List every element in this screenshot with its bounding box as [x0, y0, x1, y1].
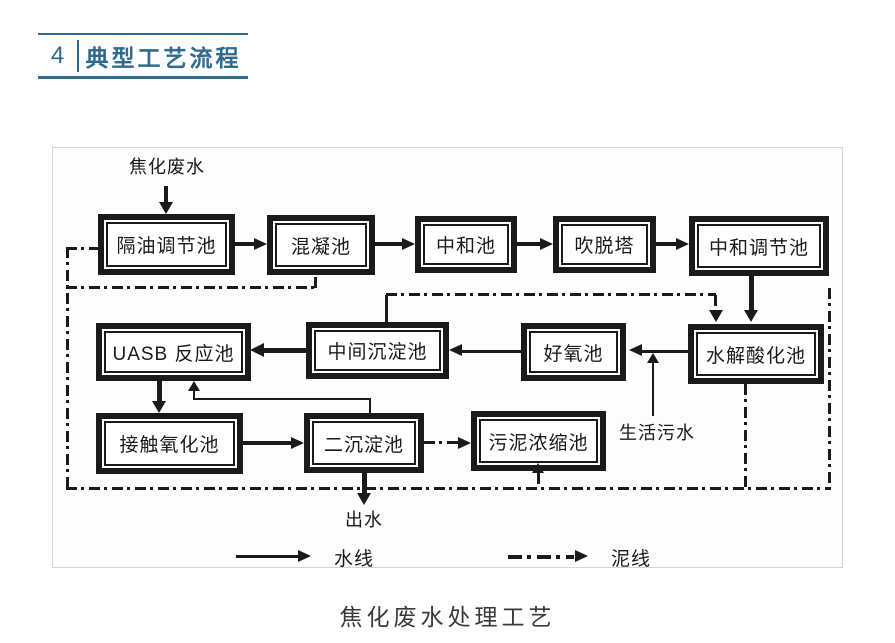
node-hydrolysis-acidification-tank: 水解酸化池	[688, 324, 824, 384]
arrowhead	[402, 238, 415, 250]
arrow-contactox-to-secondary	[243, 441, 291, 445]
feed-arrow-head	[159, 202, 173, 214]
figure-caption: 焦化废水处理工艺	[339, 604, 556, 630]
node-sludge-thickening-tank: 污泥浓缩池	[471, 411, 606, 471]
node-neutralization-regulating-tank: 中和调节池	[689, 216, 829, 276]
process-flow-diagram: 焦化废水 隔油调节池 混凝池 中和池 吹脱塔 中和调节池 UASB 反应池 中间…	[52, 147, 843, 570]
node-intermediate-sedimentation-tank: 中间沉淀池	[306, 322, 449, 379]
sludge-line-left-vertical	[66, 247, 69, 490]
node-coagulation-tank: 混凝池	[267, 215, 375, 275]
legend-water-label: 水线	[334, 549, 375, 570]
arrow-hydrolysis-to-aerobic	[642, 350, 688, 353]
arrowhead	[254, 238, 267, 250]
arrowhead	[532, 463, 544, 473]
arrow-oilsep-to-coagulation	[235, 242, 256, 246]
node-stripping-tower: 吹脱塔	[553, 216, 656, 273]
sludge-line-to-oilsep	[66, 247, 98, 250]
arrowhead	[298, 550, 311, 562]
recycle-line-horizontal	[193, 398, 371, 400]
arrow-uasb-to-contactox	[157, 381, 162, 403]
sludge-line-bottom	[66, 487, 831, 490]
arrowhead	[647, 353, 659, 363]
sludge-line-coagulation-horizontal	[66, 286, 316, 289]
sludge-connector-coagulation	[314, 277, 317, 288]
arrow-aerobic-to-intermediate	[462, 350, 521, 353]
legend-sludge-label: 泥线	[611, 549, 652, 570]
arrowhead	[291, 437, 304, 449]
arrowhead	[152, 401, 166, 413]
arrow-coagulation-to-neutralization	[375, 242, 403, 246]
sludge-line-intermediate-horizontal	[386, 293, 716, 296]
node-aerobic-tank: 好氧池	[521, 323, 626, 381]
arrowhead	[744, 310, 758, 322]
arrowhead	[458, 437, 471, 449]
arrow-stripping-to-neutralreg	[656, 242, 677, 246]
sludge-connector-intermediate	[385, 295, 388, 322]
legend-water-line-sample	[236, 555, 298, 558]
arrowhead	[449, 344, 462, 356]
sewage-feed-line	[652, 362, 654, 416]
arrow-neutralization-to-stripping	[517, 242, 541, 246]
arrow-neutralreg-to-hydrolysis	[749, 276, 754, 312]
arrowhead	[540, 238, 553, 250]
section-divider	[77, 39, 79, 72]
sludge-line-hydrolysis-vertical	[744, 384, 747, 487]
section-header: 4 典型工艺流程	[38, 33, 248, 79]
section-number: 4	[50, 41, 65, 69]
node-uasb-reactor: UASB 反应池	[96, 323, 251, 381]
arrowhead	[676, 238, 689, 250]
arrowhead	[629, 344, 642, 356]
section-title: 典型工艺流程	[85, 44, 242, 71]
arrowhead	[709, 310, 723, 322]
sludge-drop-to-hydrolysis	[714, 295, 717, 312]
arrowhead	[188, 381, 200, 391]
arrow-intermediate-to-uasb	[264, 348, 306, 353]
domestic-sewage-label: 生活污水	[619, 423, 695, 443]
arrow-secondary-to-effluent	[362, 473, 367, 495]
node-contact-oxidation-tank: 接触氧化池	[96, 413, 243, 474]
arrowhead	[250, 343, 264, 357]
recycle-line-vertical	[369, 398, 371, 413]
sludge-line-right-vertical	[828, 288, 831, 487]
sludge-arrow-secondary-to-thickener	[424, 441, 459, 444]
sludge-riser-to-thickener	[537, 473, 540, 487]
arrowhead	[357, 493, 371, 505]
effluent-label: 出水	[345, 510, 383, 530]
node-secondary-sedimentation-tank: 二沉淀池	[304, 413, 424, 473]
arrowhead	[575, 550, 588, 562]
legend-sludge-line-sample	[508, 555, 574, 559]
recycle-line-riser	[193, 391, 195, 399]
source-water-label: 焦化废水	[129, 157, 205, 177]
feed-arrow-line	[164, 186, 168, 204]
node-neutralization-tank: 中和池	[415, 216, 517, 273]
node-oil-separation-tank: 隔油调节池	[98, 214, 235, 275]
